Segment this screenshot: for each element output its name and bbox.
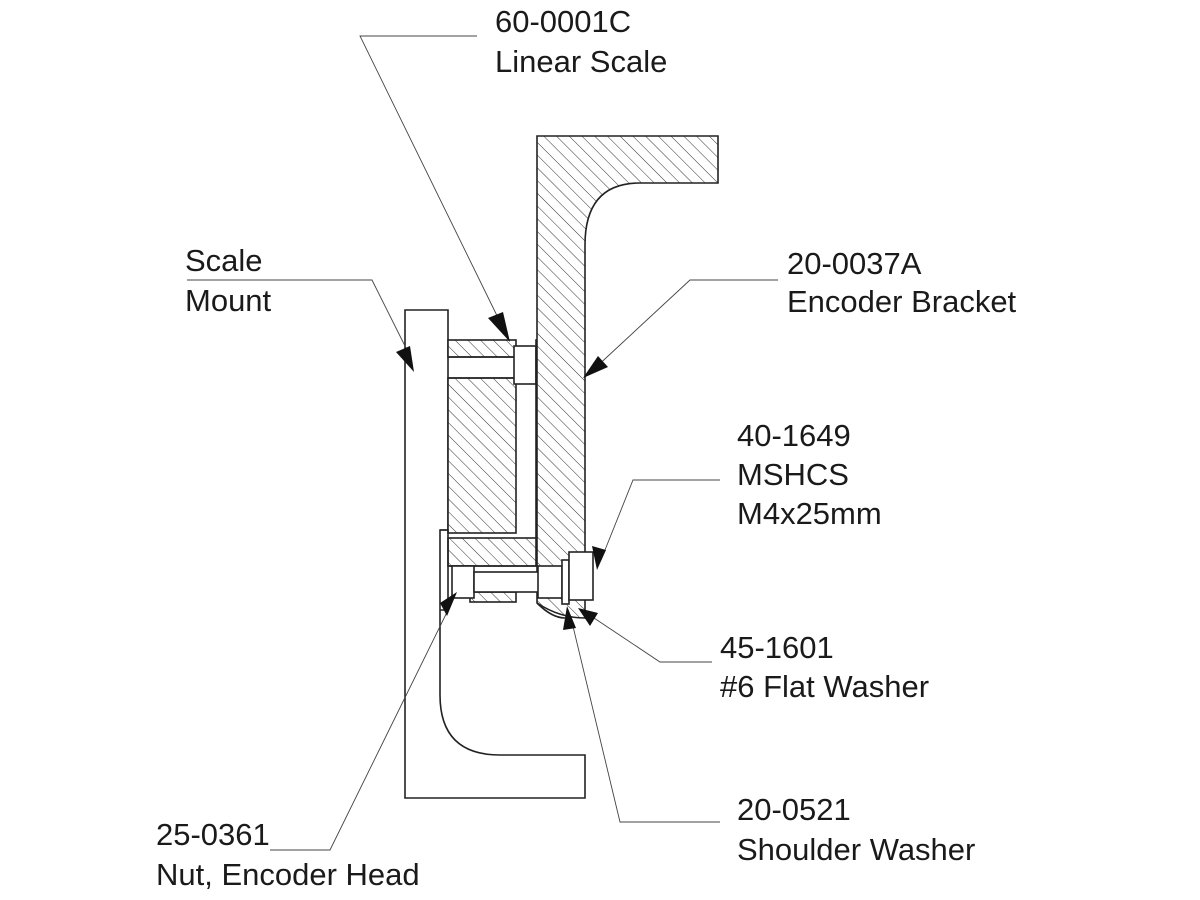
encoder-bracket-name: Encoder Bracket bbox=[787, 284, 1017, 319]
scale-mount-part bbox=[404, 309, 586, 799]
mshcs-screw-head bbox=[568, 551, 594, 601]
linear-scale-name: Linear Scale bbox=[495, 44, 667, 79]
bracket-lower-round bbox=[536, 602, 566, 619]
arrow-scale-mount bbox=[396, 346, 414, 372]
leader-encoder-bracket bbox=[592, 279, 778, 371]
leader-nut bbox=[270, 601, 453, 851]
linear-scale-block bbox=[447, 377, 517, 534]
arrow-flat-washer bbox=[578, 608, 598, 626]
leader-linear-scale bbox=[359, 35, 506, 333]
nut-name: Nut, Encoder Head bbox=[156, 857, 420, 892]
encoder-bracket-part-number: 20-0037A bbox=[787, 246, 922, 281]
leader-flat-washer bbox=[587, 613, 712, 663]
leader-scale-mount bbox=[187, 279, 411, 357]
linear-scale-top-strip bbox=[447, 339, 517, 358]
mshcs-part-number: 40-1649 bbox=[737, 418, 851, 453]
mshcs-size: M4x25mm bbox=[737, 496, 882, 531]
scale-mount-label-line1: Scale bbox=[185, 243, 263, 278]
flat-washer-part-number: 45-1601 bbox=[720, 630, 834, 665]
flat-washer-part bbox=[561, 559, 570, 605]
encoder-head-plate bbox=[447, 537, 537, 567]
encoder-bracket-part bbox=[536, 135, 719, 619]
encoder-head-lower-strip bbox=[469, 591, 517, 603]
arrow-mshcs bbox=[592, 546, 606, 570]
flat-washer-name: #6 Flat Washer bbox=[720, 669, 929, 704]
arrow-shoulder-washer bbox=[563, 606, 576, 630]
leader-mshcs bbox=[600, 479, 720, 561]
arrow-encoder-bracket bbox=[583, 356, 608, 378]
mshcs-name: MSHCS bbox=[737, 457, 849, 492]
scale-mount-label-line2: Mount bbox=[185, 283, 272, 318]
arrow-nut bbox=[440, 592, 457, 616]
scale-screw-head bbox=[513, 345, 537, 385]
arrow-linear-scale bbox=[488, 312, 510, 342]
nut-part-number: 25-0361 bbox=[156, 817, 270, 852]
leader-shoulder-washer bbox=[570, 617, 720, 823]
screw-shank bbox=[473, 571, 541, 593]
shoulder-washer-part bbox=[537, 565, 563, 599]
linear-scale-part-number: 60-0001C bbox=[495, 4, 631, 39]
scale-spacer-line bbox=[448, 356, 516, 379]
shoulder-washer-part-number: 20-0521 bbox=[737, 792, 851, 827]
shoulder-washer-name: Shoulder Washer bbox=[737, 832, 975, 867]
